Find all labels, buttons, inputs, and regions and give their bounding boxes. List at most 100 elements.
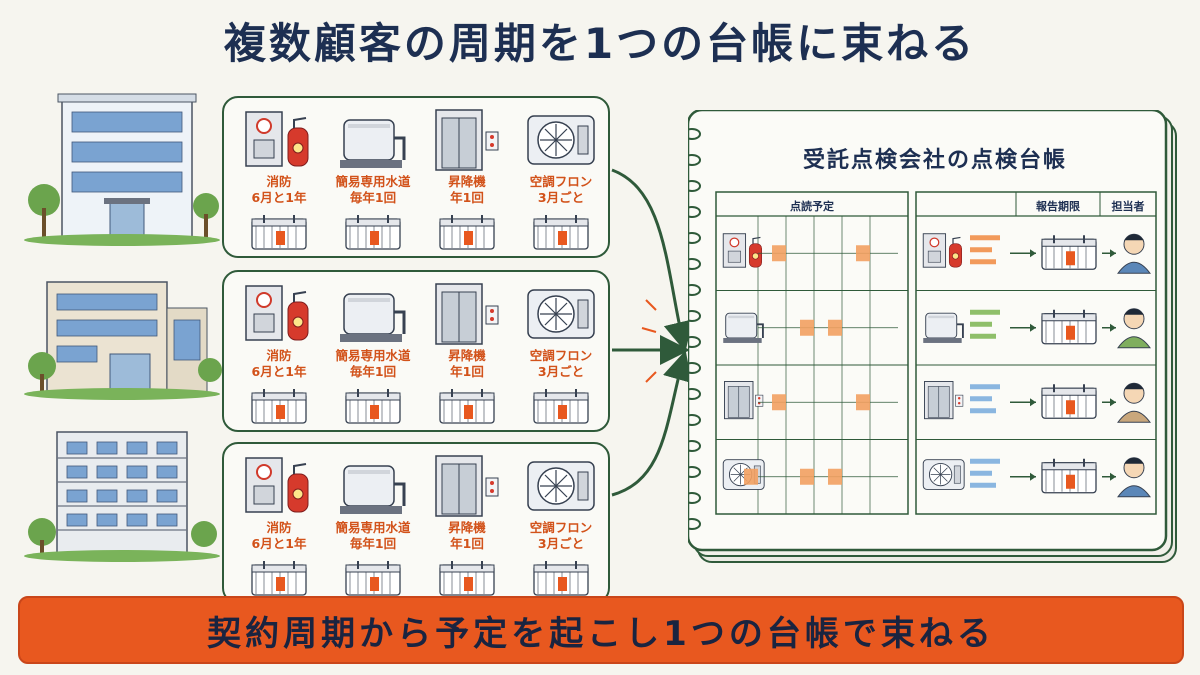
fire-extinguisher-icon [245,111,309,167]
equipment-label: 昇降機年1回 [416,520,518,552]
equipment-label: 簡易専用水道毎年1回 [322,520,424,552]
arrow-icon [1110,472,1116,481]
equipment-name: 昇降機 [448,520,486,535]
person-icon [1117,382,1151,423]
schedule-mark [828,319,842,336]
calendar-icon [251,389,307,424]
binding-ring [688,466,701,478]
elevator-icon [724,381,764,420]
summary-banner [18,596,1184,664]
fire-extinguisher-icon [722,233,762,268]
binding-ring [688,284,701,296]
water-tank-icon [340,465,406,514]
binding-ring [688,310,701,322]
air-conditioner-icon [527,115,595,165]
binding-ring [688,414,701,426]
water-tank-icon [340,119,406,168]
person-icon [1117,308,1151,349]
calendar-icon [1041,309,1097,345]
elevator-icon [435,455,499,517]
schedule-mark [800,319,814,336]
inspection-cycle: 年1回 [450,536,484,551]
equipment-name: 昇降機 [448,348,486,363]
air-conditioner-icon [722,459,765,490]
arrow-icon [1030,249,1036,258]
equipment-name: 昇降機 [448,174,486,189]
binding-ring [688,258,701,270]
schedule-header: 点読予定 [790,200,834,213]
schedule-mark [856,245,870,262]
inspection-cycle: 毎年1回 [349,536,397,551]
calendar-icon [1041,235,1097,270]
equipment-name: 消防 [266,520,292,535]
person-icon [1117,233,1151,274]
binding-ring [688,128,701,140]
arrow-icon [1110,249,1116,258]
calendar-icon [251,215,307,250]
fire-extinguisher-icon [245,457,309,513]
binding-ring [688,362,701,374]
calendar-icon [533,389,589,424]
inspection-cycle: 6月と1年 [251,536,307,551]
schedule-mark [856,394,870,411]
calendar-icon [533,215,589,250]
elevator-icon [435,283,499,345]
arrow-client-1 [611,168,694,352]
water-tank-icon [723,312,764,343]
binding-ring [688,440,701,452]
inspection-cycle: 年1回 [450,190,484,205]
calendar-icon [345,389,401,424]
equipment-label: 昇降機年1回 [416,348,518,380]
equipment-name: 簡易専用水道 [335,348,411,363]
air-conditioner-icon [527,289,595,339]
schedule-mark [772,245,786,262]
person-icon [1117,457,1151,498]
equipment-item: 昇降機年1回 [422,104,512,254]
schedule-mark [744,468,758,485]
calendar-icon [251,561,307,596]
schedule-mark [800,468,814,485]
elevator-icon [435,109,499,171]
merge-arrows [611,168,694,497]
arrow-icon [1030,323,1036,332]
inspection-cycle: 毎年1回 [349,364,397,379]
air-conditioner-icon [527,461,595,511]
calendar-icon [345,561,401,596]
low-office-building-icon [24,281,222,400]
inspection-cycle: 6月と1年 [251,364,307,379]
calendar-icon [345,215,401,250]
calendar-icon [1041,458,1097,494]
equipment-label: 簡易専用水道毎年1回 [322,174,424,206]
inspection-cycle: 3月ごと [537,364,585,379]
binding-ring [688,518,701,530]
apartment-building-icon [24,431,220,562]
water-tank-icon [923,312,964,343]
equipment-name: 空調フロン [529,520,593,535]
equipment-name: 消防 [266,174,292,189]
equipment-name: 簡易専用水道 [335,520,411,535]
arrow-icon [1110,323,1116,332]
equipment-name: 空調フロン [529,348,593,363]
inspection-cycle: 3月ごと [537,190,585,205]
binding-ring [688,336,701,348]
ledger-row [723,308,1151,349]
equipment-name: 簡易専用水道 [335,174,411,189]
equipment-label: 昇降機年1回 [416,174,518,206]
calendar-icon [1041,384,1097,419]
spiral-binding [688,128,701,530]
page-title: 複数顧客の周期を1つの台帳に束ねる [223,19,977,68]
binding-ring [688,388,701,400]
equipment-item: 簡易専用水道毎年1回 [328,104,418,254]
equipment-name: 空調フロン [529,174,593,189]
